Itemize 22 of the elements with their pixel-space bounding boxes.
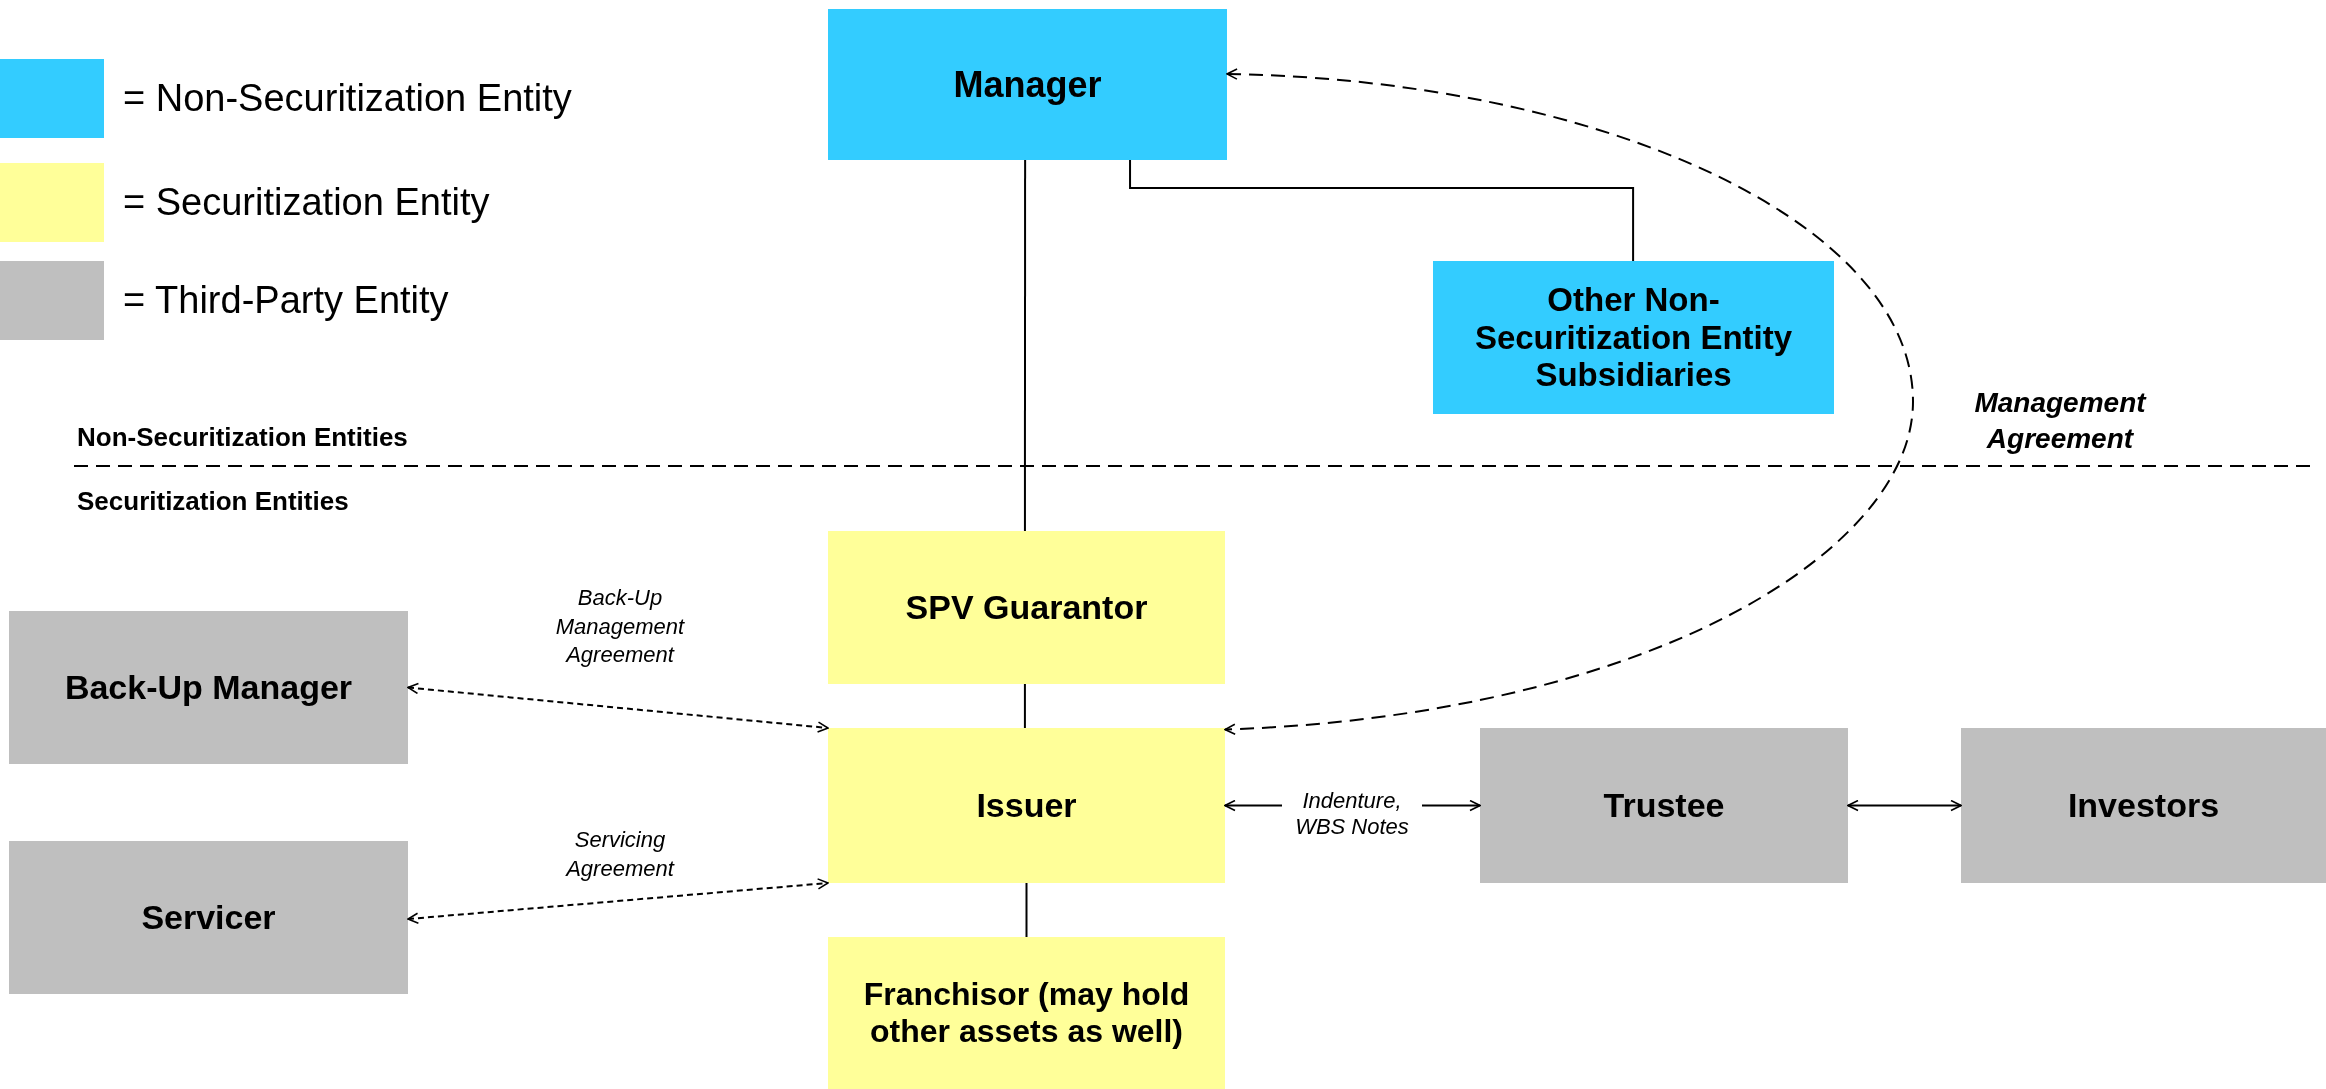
entity-box: Manager (828, 9, 1227, 160)
arrow (1847, 799, 1962, 812)
arrow (407, 878, 829, 924)
entity-box: Franchisor (may hold other assets as well) (828, 937, 1225, 1089)
entity-box: Trustee (1480, 728, 1848, 883)
arrow (407, 682, 829, 733)
entity-box: Investors (1961, 728, 2326, 883)
legend-text: = Non-Securitization Entity (123, 79, 572, 117)
connector-line (1129, 159, 1635, 262)
entity-box: Back-Up Manager (9, 611, 408, 764)
legend-text: = Securitization Entity (123, 183, 490, 221)
section-label: Securitization Entities (77, 488, 349, 514)
connector-line (1023, 159, 1027, 532)
entity-box: Issuer (828, 728, 1225, 883)
legend-text: = Third-Party Entity (123, 281, 449, 319)
entity-box: Servicer (9, 841, 408, 994)
entity-box: Other Non-Securitization Entity Subsidiaries (1433, 261, 1834, 414)
connector-line (1023, 683, 1026, 729)
section-label: Non-Securitization Entities (77, 424, 408, 450)
entity-box: SPV Guarantor (828, 531, 1225, 684)
connector-line (1025, 882, 1028, 938)
arrow (1224, 68, 1914, 735)
